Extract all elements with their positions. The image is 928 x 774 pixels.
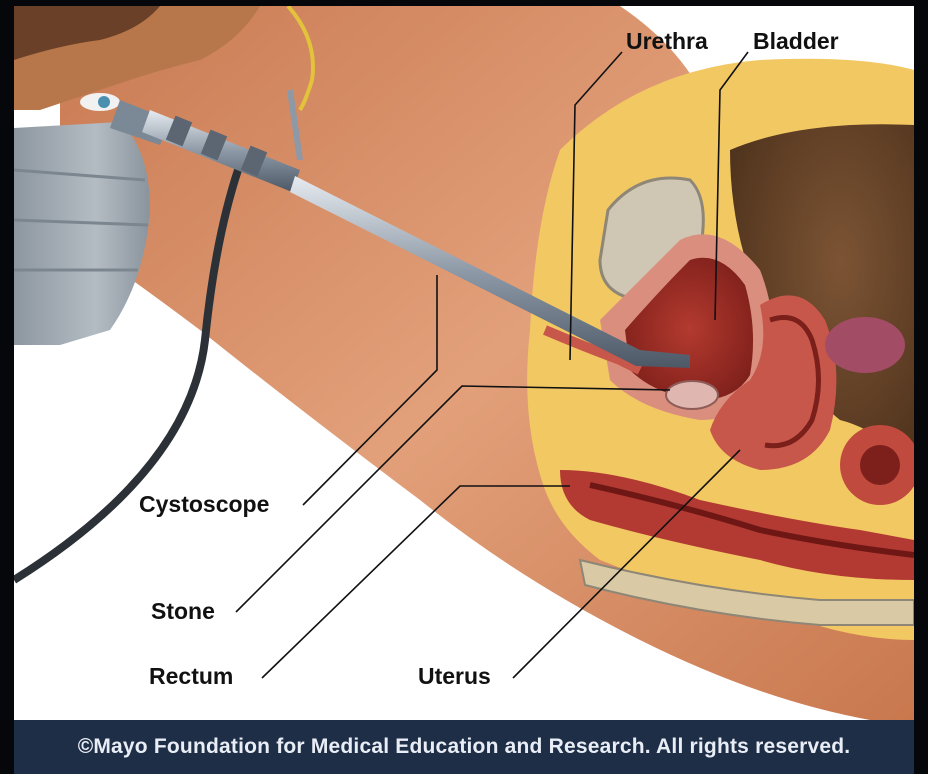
copyright-footer: ©Mayo Foundation for Medical Education a… [14, 720, 914, 774]
uterus-label: Uterus [418, 665, 491, 688]
bladder-label: Bladder [753, 30, 839, 53]
stone-label: Stone [151, 600, 215, 623]
surgeon-iris [98, 96, 110, 108]
cystoscope-label: Cystoscope [139, 493, 269, 516]
rectum-label: Rectum [149, 665, 233, 688]
urethra-label: Urethra [626, 30, 708, 53]
bladder-stone [666, 381, 718, 409]
ovary [825, 317, 905, 373]
